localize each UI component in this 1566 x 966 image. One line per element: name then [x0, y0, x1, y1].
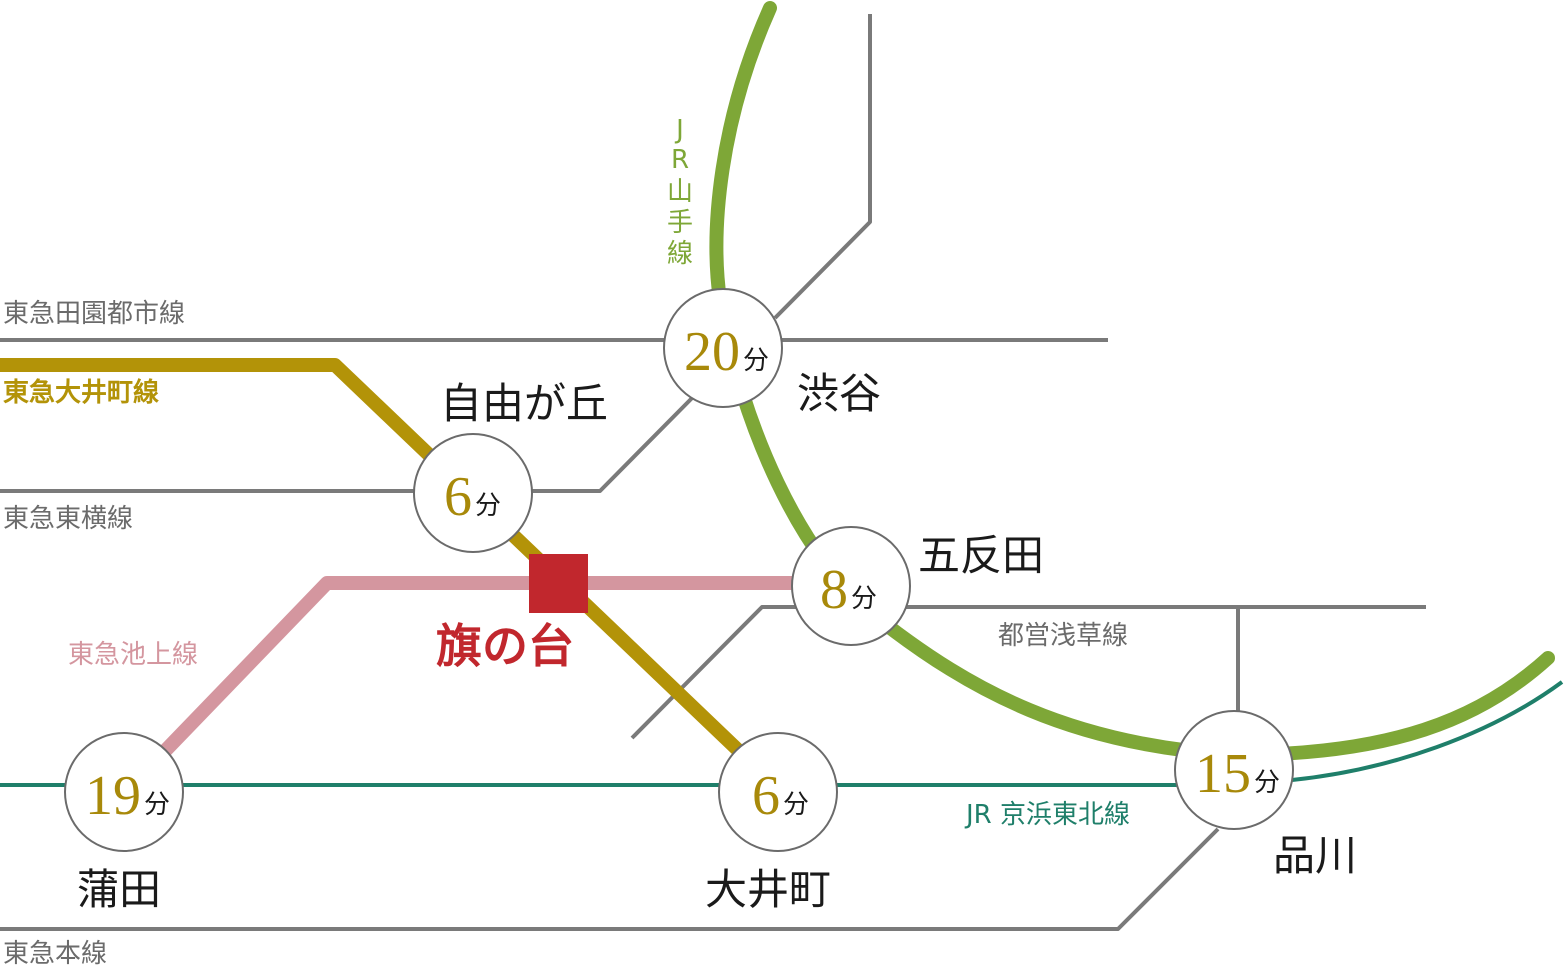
station-circle-shinagawa [1174, 710, 1294, 830]
label-honsen: 東急本線 [3, 939, 107, 966]
station-circle-shibuya [663, 288, 783, 408]
time-unit-oimachi: 分 [783, 790, 809, 820]
station-name-jiyugaoka: 自由が丘 [440, 379, 608, 428]
line-ikegami [158, 576, 793, 757]
line-keihin-tohoku-curve [1291, 680, 1564, 782]
time-jiyugaoka: 6 [444, 466, 472, 528]
station-circle-oimachi [718, 732, 838, 852]
label-toyoko: 東急東横線 [3, 504, 133, 534]
time-shibuya: 20 [684, 321, 740, 383]
station-name-shinagawa: 品川 [1273, 831, 1357, 880]
line-honsen [0, 827, 1220, 931]
time-unit-shibuya: 分 [743, 346, 769, 376]
label-yamanote-char: R [671, 145, 689, 175]
label-asakusa: 都営浅草線 [998, 621, 1128, 651]
home-station-name: 旗の台 [436, 619, 574, 673]
label-ikegami: 東急池上線 [68, 640, 198, 670]
station-circle-gotanda [791, 526, 911, 646]
line-oimachi [0, 358, 745, 758]
label-den-en-toshi: 東急田園都市線 [3, 299, 185, 329]
station-name-oimachi: 大井町 [705, 865, 831, 914]
station-circle-jiyugaoka [413, 433, 533, 553]
time-unit-gotanda: 分 [851, 584, 877, 614]
label-yamanote-char: 線 [667, 239, 693, 269]
station-name-kamata: 蒲田 [77, 865, 161, 914]
home-station-marker [529, 554, 588, 613]
label-yamanote-char: J [674, 115, 684, 145]
time-unit-kamata: 分 [144, 790, 170, 820]
station-name-shibuya: 渋谷 [797, 369, 881, 418]
label-yamanote-char: 手 [667, 208, 693, 238]
label-yamanote-char: 山 [667, 177, 693, 207]
label-keihin-tohoku: JR 京浜東北線 [964, 800, 1130, 830]
time-kamata: 19 [85, 765, 141, 827]
time-shinagawa: 15 [1195, 743, 1251, 805]
line-toyoko [0, 390, 700, 493]
time-unit-shinagawa: 分 [1254, 768, 1280, 798]
time-unit-jiyugaoka: 分 [475, 491, 501, 521]
label-oimachi-line: 東急大井町線 [3, 377, 159, 408]
line-tokyu-far [773, 14, 872, 320]
station-circle-kamata [64, 732, 184, 852]
time-gotanda: 8 [820, 559, 848, 621]
time-oimachi: 6 [752, 765, 780, 827]
station-name-gotanda: 五反田 [918, 531, 1044, 580]
label-yamanote: J R 山 手 線 [667, 115, 693, 269]
